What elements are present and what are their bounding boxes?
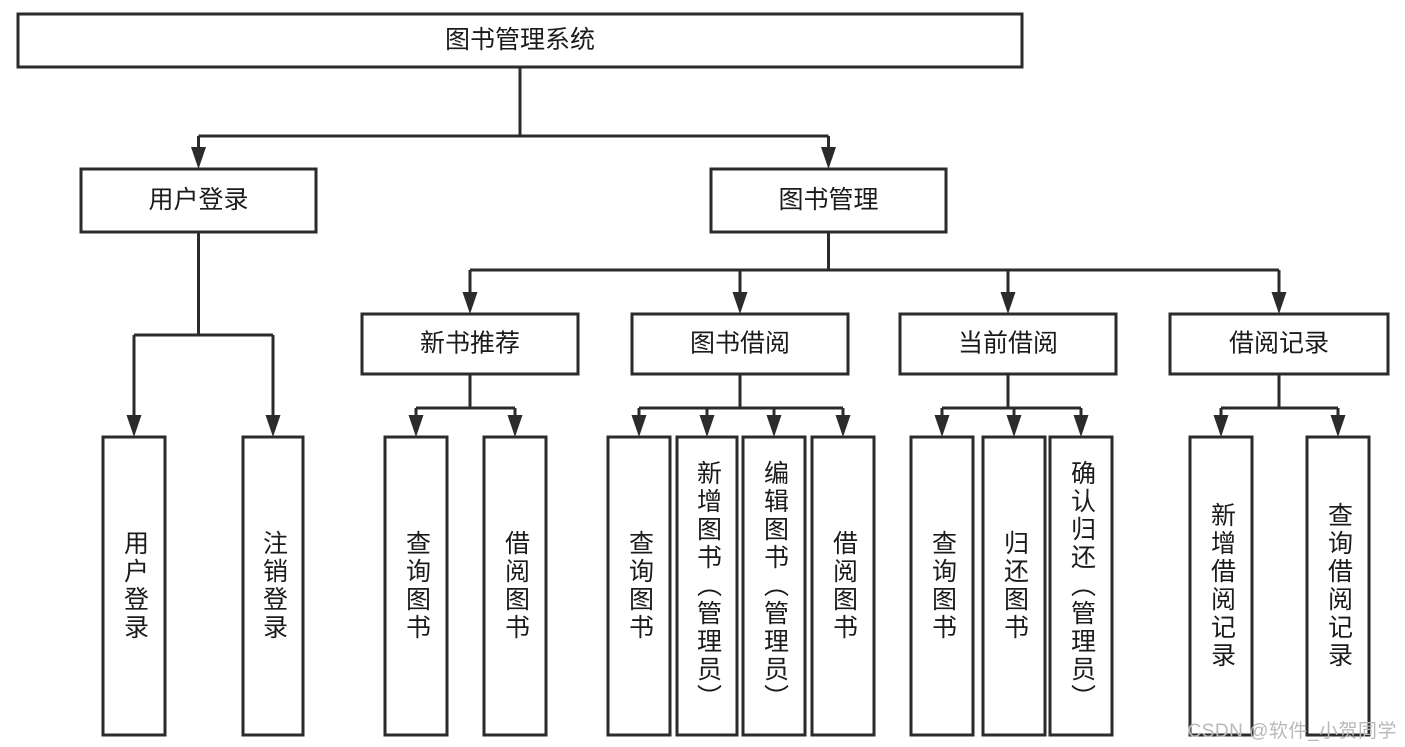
arrow-down-icon: [699, 415, 715, 437]
arrow-down-icon: [1271, 292, 1287, 314]
arrow-down-icon: [1000, 292, 1016, 314]
node-leaf-box-10: [981, 435, 1047, 737]
arrow-down-icon: [1330, 415, 1346, 437]
arrow-down-icon: [934, 415, 950, 437]
node-leaf-box-13: [1305, 435, 1371, 737]
node-level3-label-1: 新书推荐: [420, 330, 520, 358]
node-leaf-box-1: [101, 435, 167, 737]
node-leaf-box-8: [810, 435, 876, 737]
arrow-down-icon: [507, 415, 523, 437]
node-leaf-box-6: [675, 435, 739, 737]
node-leaf-box-3: [383, 435, 449, 737]
arrow-down-icon: [1006, 415, 1022, 437]
node-level3-label-4: 借阅记录: [1229, 330, 1329, 358]
node-leaf-box-2: [241, 435, 305, 737]
node-root-label: 图书管理系统: [445, 26, 595, 54]
arrow-down-icon: [766, 415, 782, 437]
node-level3-label-3: 当前借阅: [958, 330, 1058, 358]
arrow-down-icon: [631, 415, 647, 437]
connector-lines: [126, 67, 1346, 437]
node-level3-box-4: [1168, 312, 1390, 376]
arrow-down-icon: [1073, 415, 1089, 437]
node-level3-box-2: [630, 312, 850, 376]
node-leaf-box-5: [606, 435, 672, 737]
node-leaf-box-11: [1048, 435, 1114, 737]
arrow-down-icon: [835, 415, 851, 437]
arrow-down-icon: [462, 292, 478, 314]
node-leaf-box-9: [909, 435, 975, 737]
node-level2-box-2: [709, 167, 948, 234]
node-level2-box-1: [79, 167, 318, 234]
node-root-box: [16, 12, 1024, 69]
node-level2-label-1: 用户登录: [148, 186, 248, 214]
node-level3-label-2: 图书借阅: [690, 330, 790, 358]
node-level3-box-3: [898, 312, 1118, 376]
node-level3-box-1: [360, 312, 580, 376]
arrow-down-icon: [732, 292, 748, 314]
arrow-down-icon: [191, 147, 206, 169]
arrow-down-icon: [126, 415, 142, 437]
arrow-down-icon: [1213, 415, 1229, 437]
arrow-down-icon: [408, 415, 424, 437]
arrow-down-icon: [821, 147, 836, 169]
node-level2-label-2: 图书管理: [778, 186, 878, 214]
arrow-down-icon: [265, 415, 281, 437]
node-leaf-box-4: [482, 435, 548, 737]
node-leaf-box-7: [741, 435, 807, 737]
node-leaf-box-12: [1188, 435, 1254, 737]
watermark-text: CSDN @软件_小贺同学: [1187, 721, 1397, 742]
node-boxes: [16, 12, 1390, 737]
